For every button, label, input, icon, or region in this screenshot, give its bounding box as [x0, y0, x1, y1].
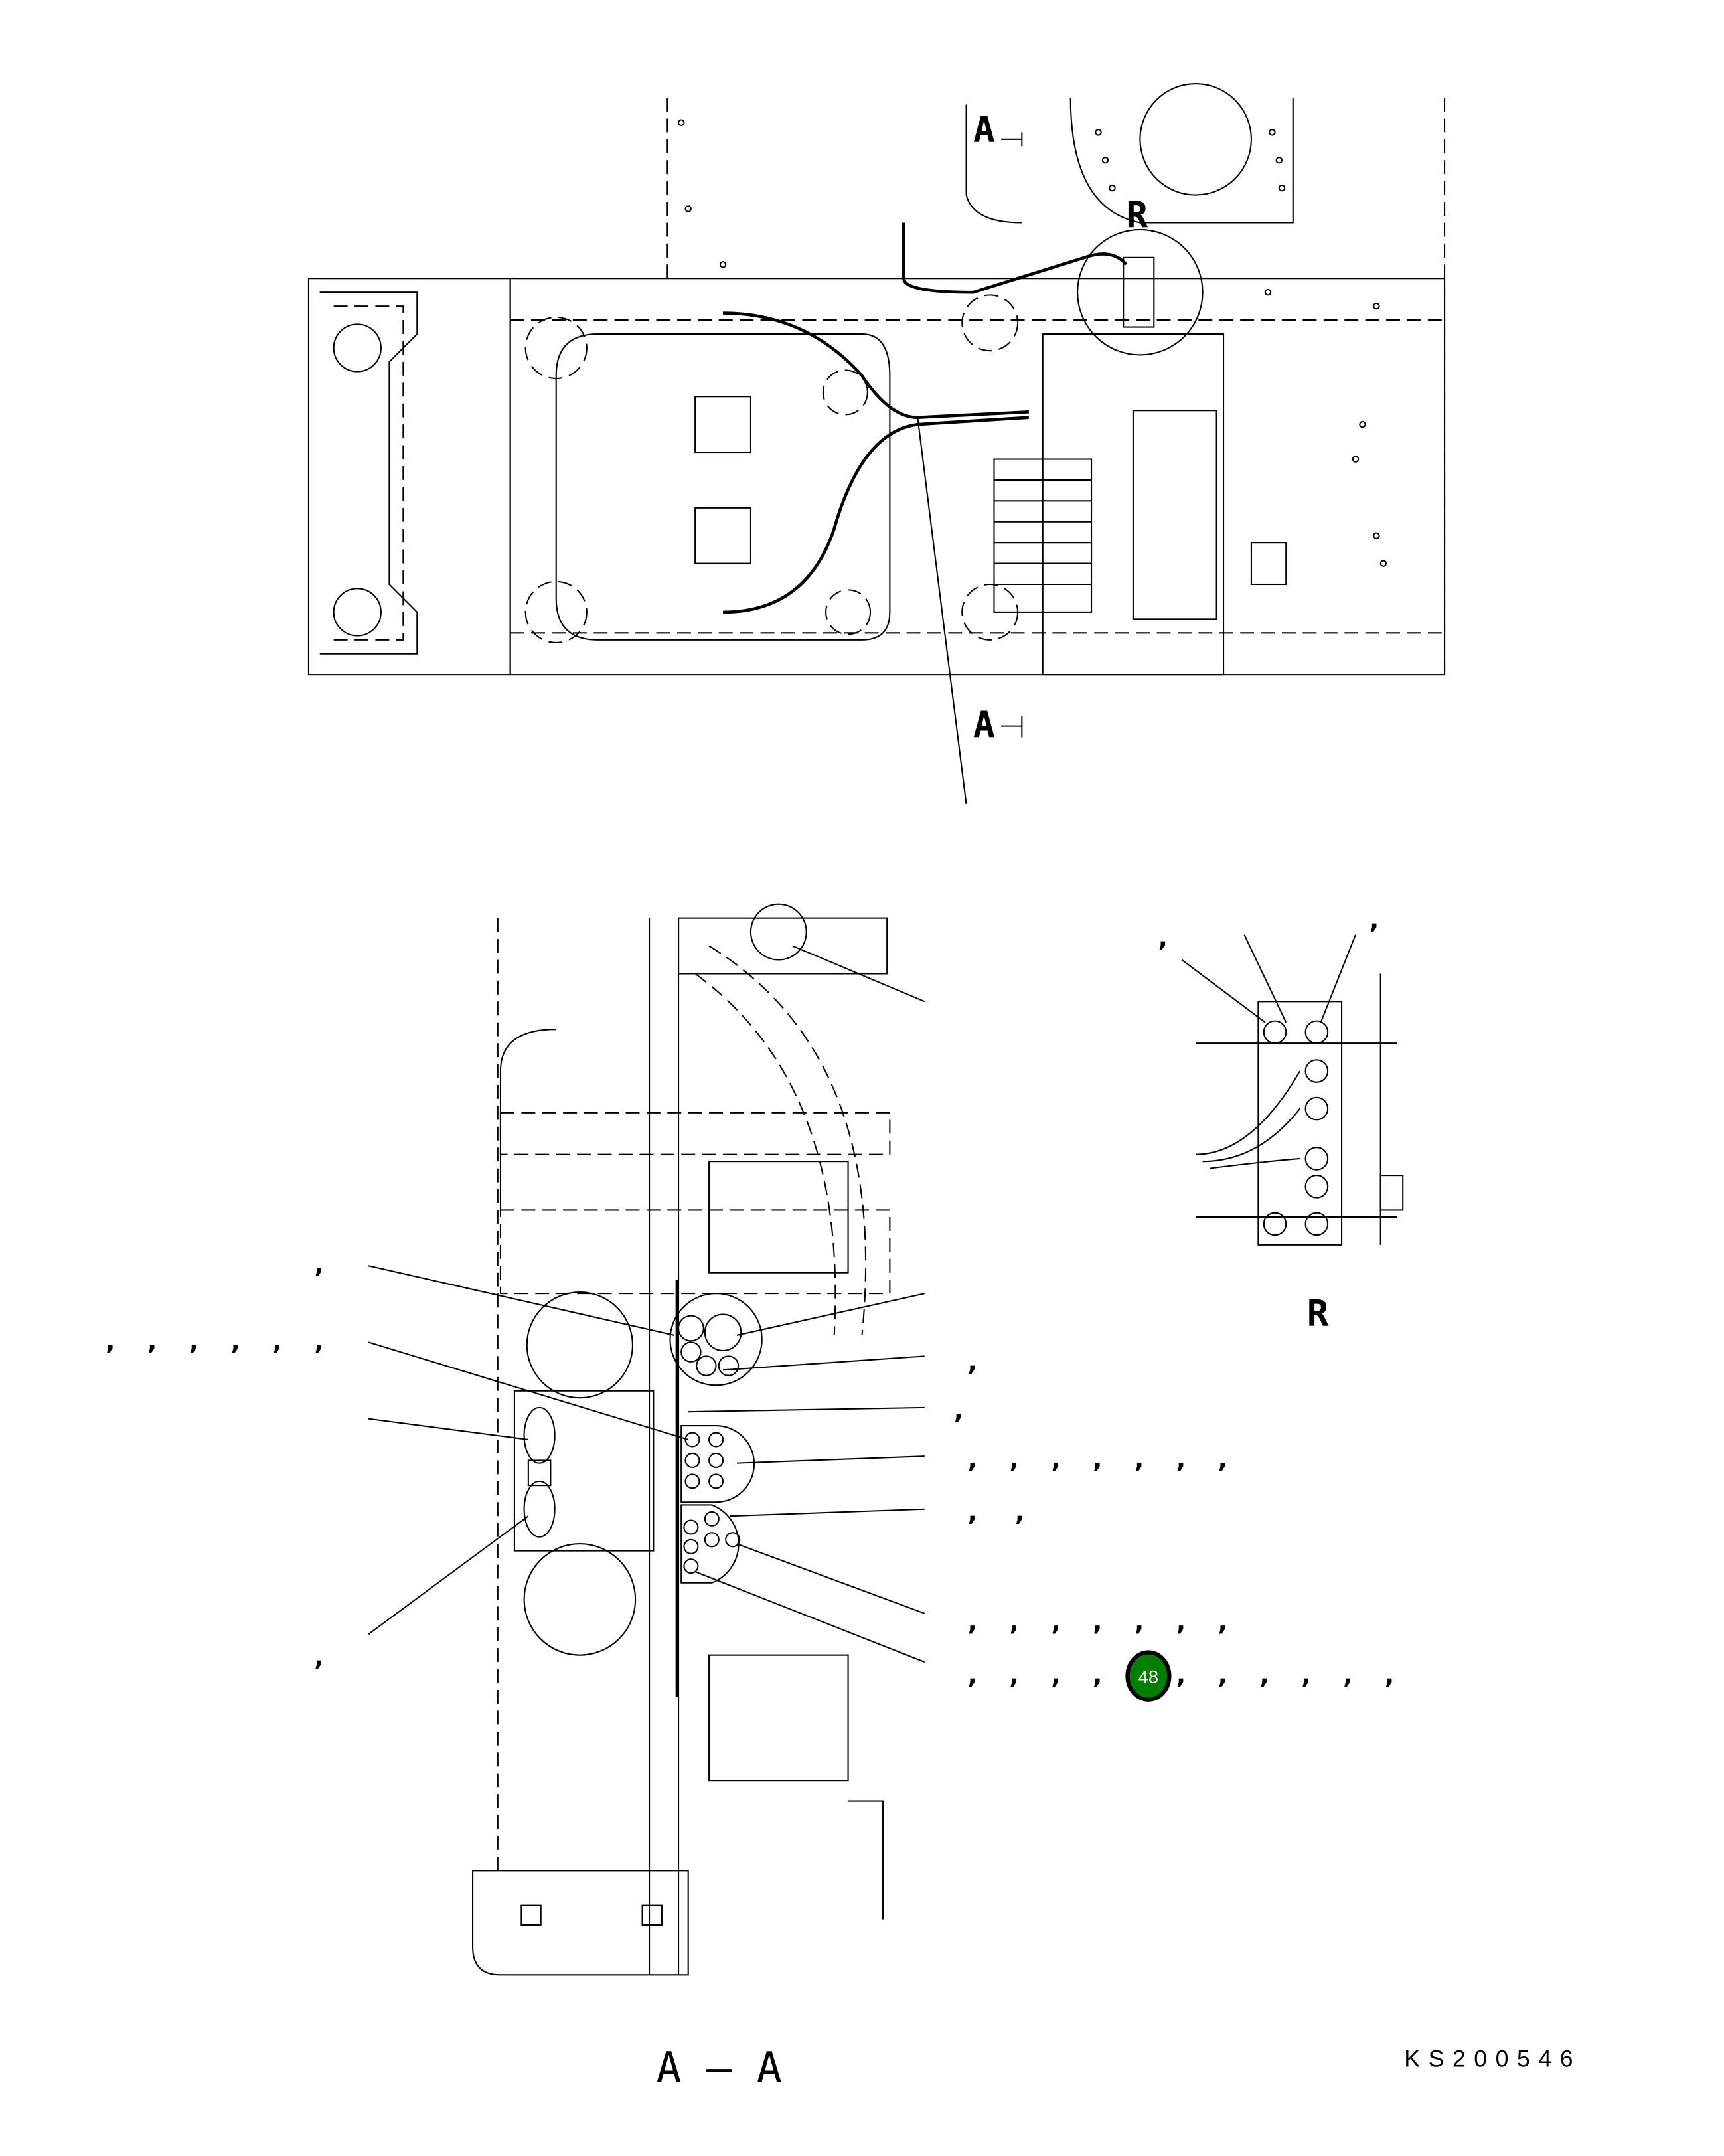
- svg-text:,: ,: [1176, 1660, 1186, 1689]
- svg-text:,: ,: [1051, 1444, 1060, 1473]
- svg-text:,: ,: [1301, 1660, 1310, 1689]
- detail-r-view: [1181, 934, 1404, 1246]
- svg-text:,: ,: [1051, 1607, 1060, 1636]
- section-a-a-view: [368, 903, 925, 1976]
- callout-label: ,: [231, 1326, 240, 1355]
- part-number-badge[interactable]: 48: [1125, 1650, 1172, 1702]
- callout-label: ,: [1158, 923, 1168, 952]
- svg-text:,: ,: [1218, 1660, 1227, 1689]
- detail-marker: R: [1126, 193, 1148, 236]
- svg-text:,: ,: [1176, 1607, 1186, 1636]
- callout-label: ,: [314, 1641, 323, 1671]
- callout-label: ,: [106, 1326, 115, 1355]
- callout-label: ,: [1370, 904, 1379, 934]
- callout-label: ,: [314, 1326, 323, 1355]
- svg-text:,: ,: [1218, 1607, 1227, 1636]
- callout-row-6: , , , , 48 , , , , , ,: [968, 1650, 1394, 1702]
- svg-text:,: ,: [1259, 1660, 1269, 1689]
- svg-text:,: ,: [1093, 1607, 1102, 1636]
- detail-r-circle: [1077, 228, 1204, 356]
- callout-row-5: , , , , , , ,: [968, 1607, 1227, 1636]
- svg-text:,: ,: [1385, 1660, 1394, 1689]
- svg-text:,: ,: [968, 1444, 977, 1473]
- svg-text:48: 48: [1138, 1667, 1158, 1687]
- section-marker-bottom: A: [973, 703, 995, 746]
- section-title: A – A: [657, 2044, 782, 2092]
- svg-text:,: ,: [1010, 1444, 1019, 1473]
- drawing-code: KS200546: [1404, 2046, 1581, 2072]
- svg-text:,: ,: [1015, 1497, 1024, 1527]
- callout-row-4: , ,: [968, 1497, 1025, 1527]
- detail-title: R: [1307, 1291, 1329, 1334]
- callout-row-3: , , , , , , ,: [968, 1444, 1227, 1473]
- svg-text:,: ,: [1176, 1444, 1186, 1473]
- callout-label: ,: [189, 1326, 198, 1355]
- section-marker-top: A: [973, 108, 995, 151]
- callout-label: ,: [968, 1347, 977, 1376]
- svg-text:,: ,: [1010, 1660, 1019, 1689]
- svg-text:,: ,: [968, 1497, 977, 1527]
- svg-text:,: ,: [968, 1607, 977, 1636]
- svg-text:,: ,: [1135, 1607, 1144, 1636]
- callout-label: ,: [272, 1326, 281, 1355]
- plan-view: [307, 82, 1446, 805]
- svg-text:,: ,: [1135, 1444, 1144, 1473]
- svg-text:,: ,: [1093, 1444, 1102, 1473]
- callout-label: ,: [147, 1326, 157, 1355]
- svg-text:,: ,: [1218, 1444, 1227, 1473]
- callout-label: ,: [954, 1396, 963, 1425]
- svg-text:,: ,: [1051, 1660, 1060, 1689]
- svg-text:,: ,: [1343, 1660, 1352, 1689]
- svg-text:,: ,: [968, 1660, 977, 1689]
- svg-text:,: ,: [1010, 1607, 1019, 1636]
- callout-label: ,: [314, 1250, 323, 1279]
- svg-text:,: ,: [1093, 1660, 1102, 1689]
